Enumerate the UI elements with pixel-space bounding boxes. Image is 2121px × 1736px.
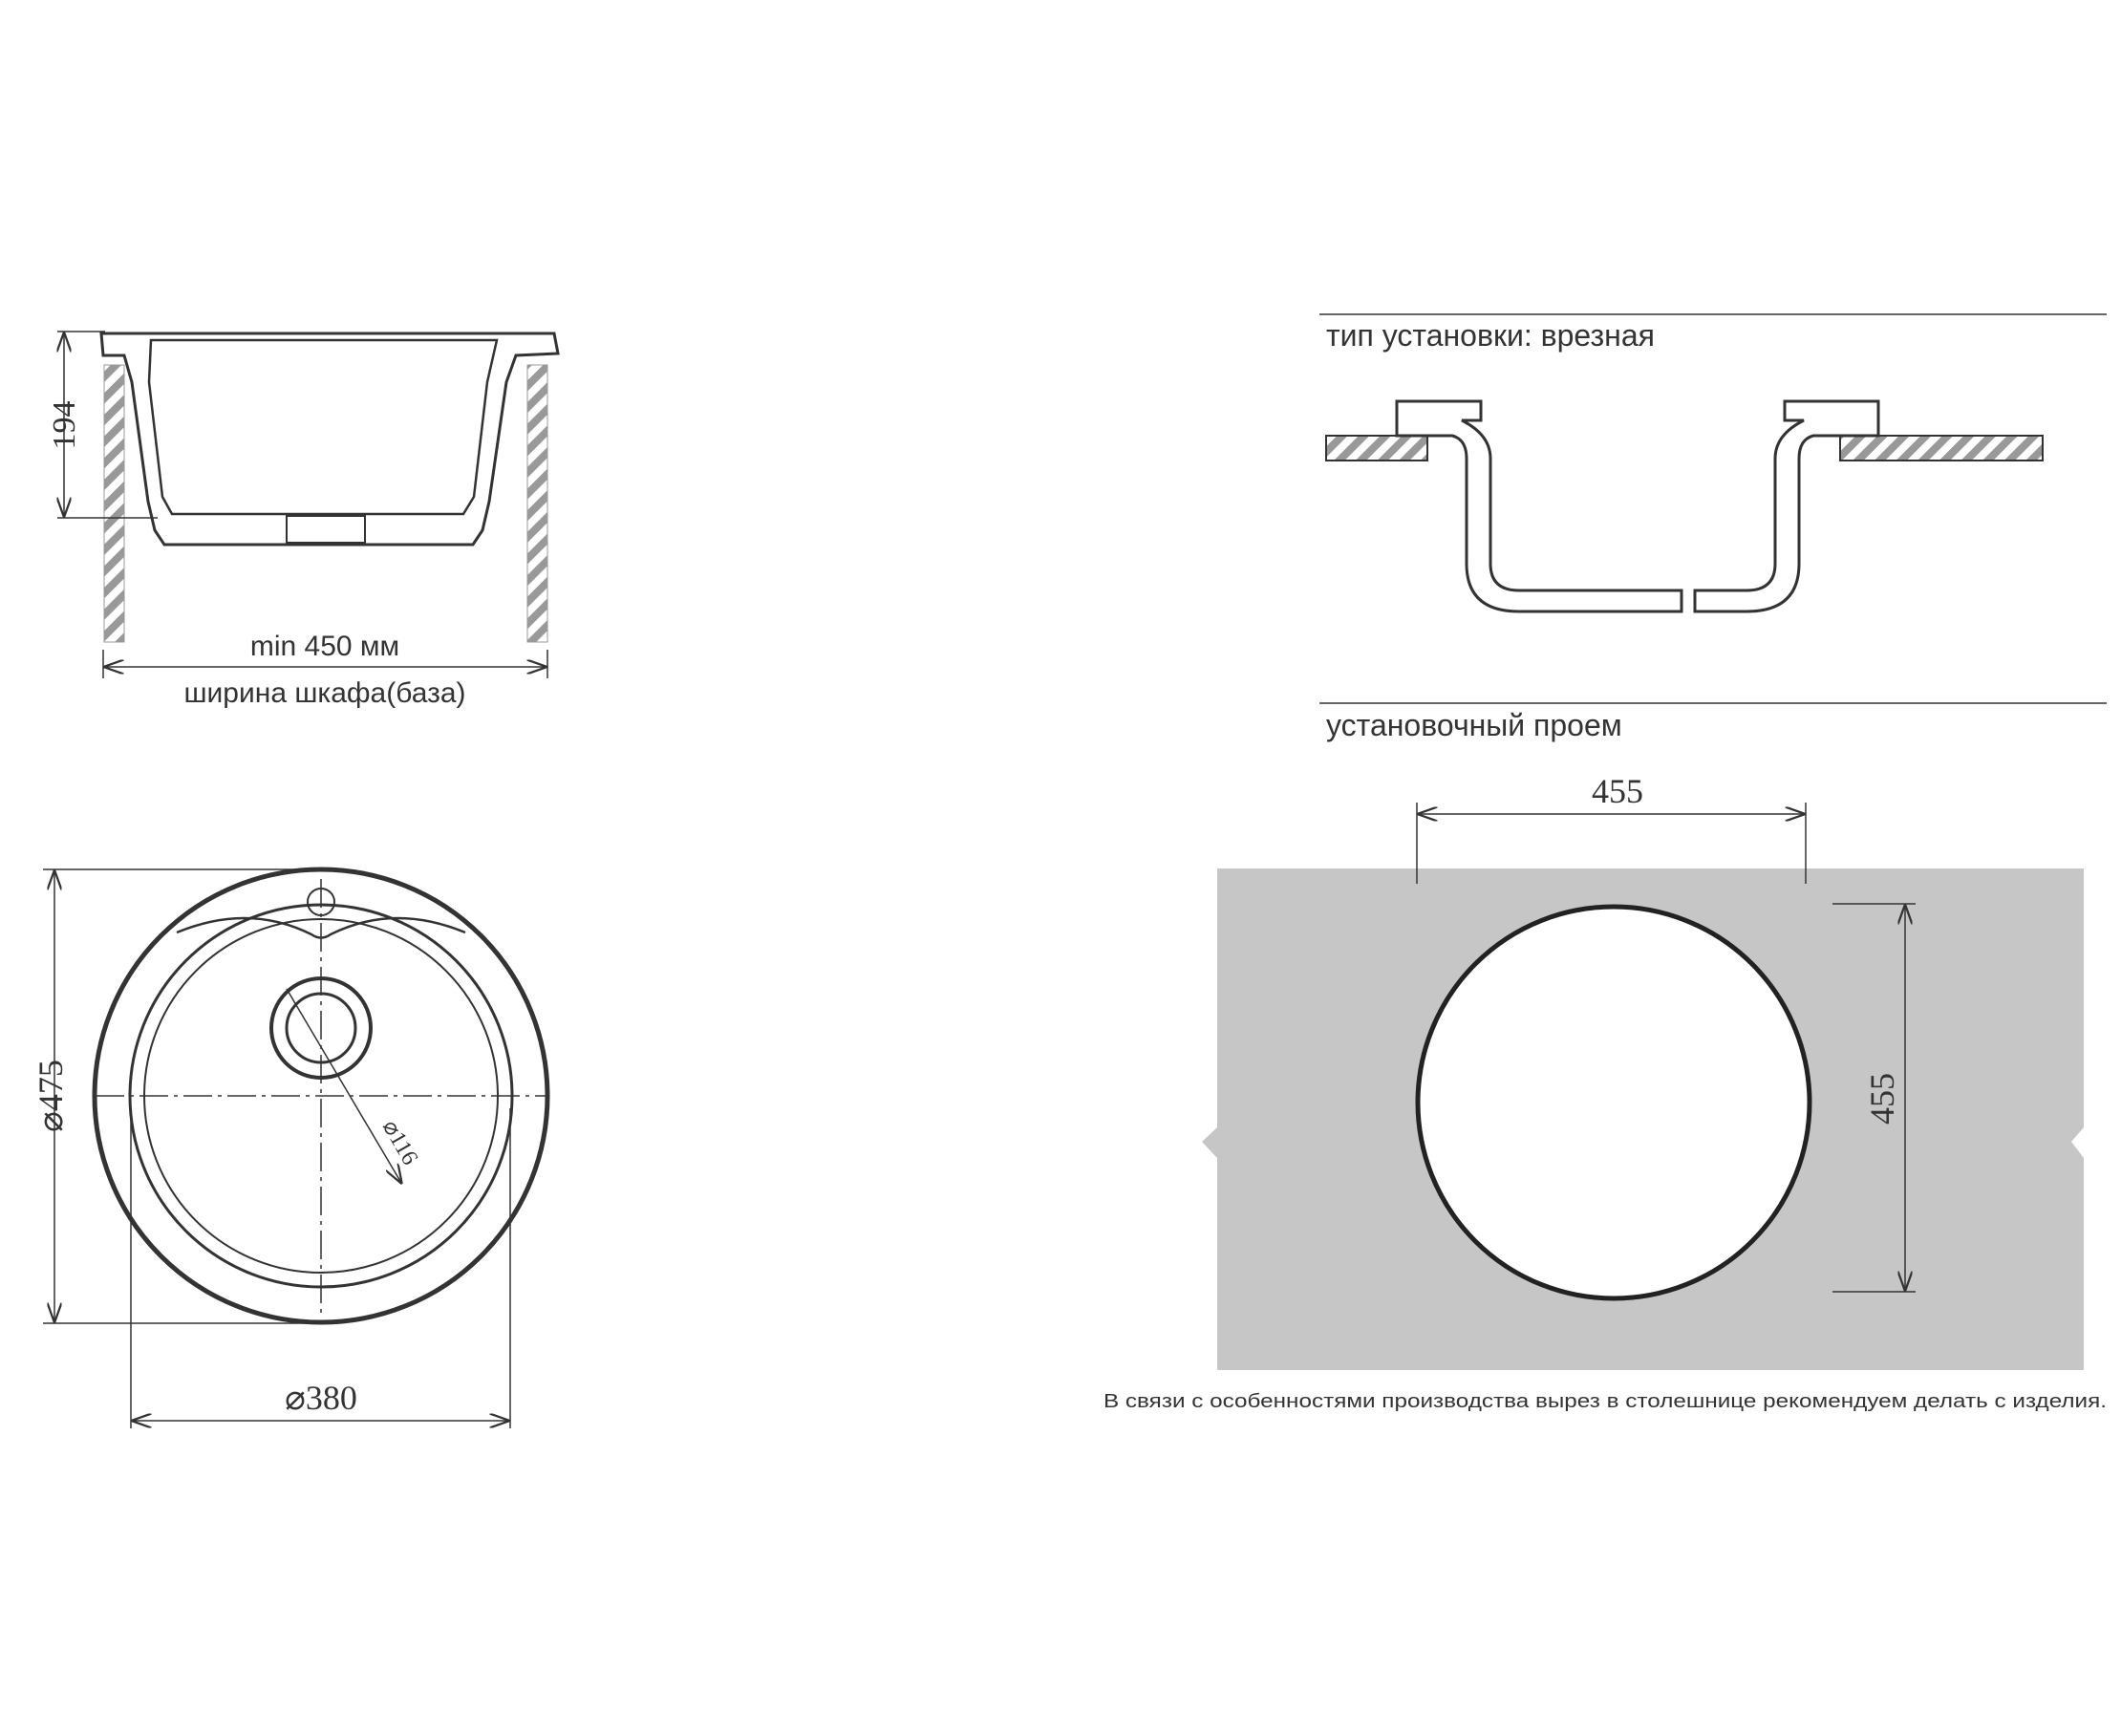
bowl-diameter: ⌀380: [285, 1379, 357, 1417]
cutout-label: установочный проем: [1326, 708, 1622, 742]
countertop-left: [1325, 435, 1428, 461]
sink-profile-left: [1395, 399, 1683, 613]
sink-profile: [99, 332, 560, 547]
cabinet-wall-left: [103, 364, 125, 643]
min-width-label: min 450 мм: [250, 631, 399, 662]
cutout-view: 455 455 В связи с особенностями производ…: [1103, 772, 2107, 1412]
drain-diameter: ⌀116: [377, 1116, 422, 1169]
top-view: ⌀116 ⌀475 ⌀380: [32, 867, 550, 1428]
sink-profile-right: [1693, 399, 1880, 613]
countertop-right: [1839, 435, 2044, 461]
cutout-note: В связи с особенностями производства выр…: [1103, 1391, 2107, 1412]
cabinet-wall-right: [526, 364, 548, 643]
installation-type-section: тип установки: врезная установочный прое…: [1319, 313, 2107, 742]
outer-diameter: ⌀475: [32, 1060, 70, 1132]
cutout-height: 455: [1863, 1073, 1901, 1125]
cabinet-width-label: ширина шкафа(база): [183, 677, 465, 709]
height-dimension: 194: [47, 401, 82, 450]
installation-type-label: тип установки: врезная: [1326, 318, 1655, 353]
side-section-view: 194 min 450 мм ширина шкафа(база): [47, 331, 560, 709]
cutout-width: 455: [1592, 772, 1643, 810]
cutout-circle: [1415, 904, 1812, 1301]
